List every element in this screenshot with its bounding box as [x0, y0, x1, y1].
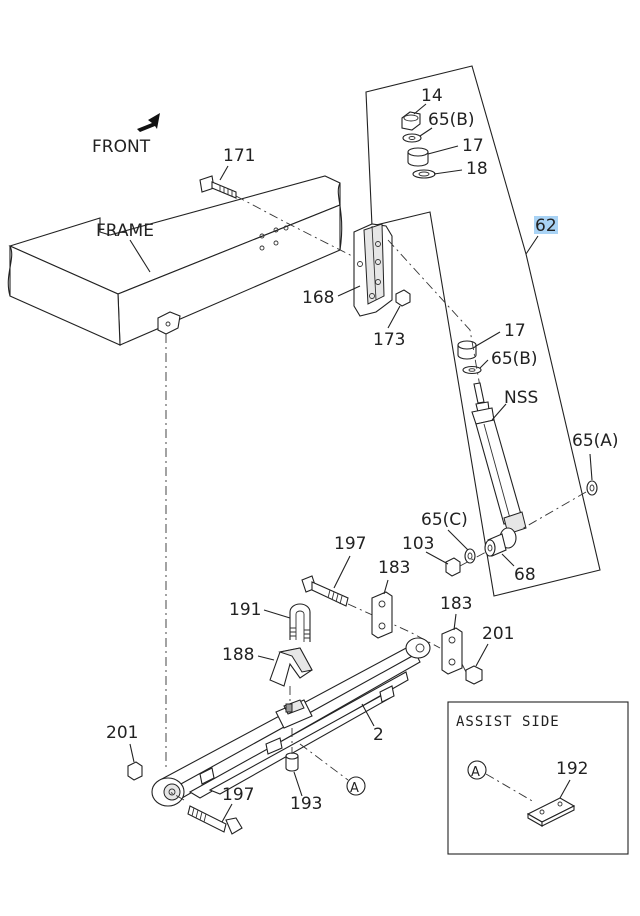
label-197-bottom: 197 — [222, 785, 254, 805]
frame-label: FRAME — [96, 221, 154, 241]
label-a-inset: A — [471, 765, 480, 780]
nut-103 — [445, 557, 461, 577]
label-201-right: 201 — [482, 624, 514, 644]
label-171: 171 — [223, 146, 255, 166]
assist-side-inset — [447, 701, 629, 855]
label-nss: NSS — [504, 388, 538, 408]
nut-14 — [401, 111, 421, 131]
saddle-188 — [269, 647, 313, 687]
washer-18 — [412, 169, 436, 179]
label-68: 68 — [514, 565, 536, 585]
frame-leader — [129, 239, 151, 273]
bushing-68 — [484, 527, 517, 557]
nut-201-left — [127, 761, 143, 781]
front-arrow-icon — [137, 113, 160, 132]
bracket-168 — [353, 223, 393, 317]
label-17-mid: 17 — [504, 321, 526, 341]
leaf-spring-2 — [151, 637, 431, 807]
nut-173 — [395, 289, 411, 307]
bolt-197-bottom — [187, 805, 243, 835]
label-62: 62 — [535, 216, 557, 236]
label-183-left: 183 — [378, 558, 410, 578]
nut-201-right — [465, 665, 483, 685]
highlight-62 — [534, 216, 558, 234]
label-103: 103 — [402, 534, 434, 554]
label-183-right: 183 — [440, 594, 472, 614]
label-65b-top: 65(B) — [428, 110, 475, 130]
label-173: 173 — [373, 330, 405, 350]
plate-192 — [526, 797, 576, 827]
label-14: 14 — [421, 86, 443, 106]
bolt-197-top — [301, 575, 349, 607]
shackle-plate-183-right — [441, 627, 463, 675]
washer-65a — [586, 480, 598, 496]
washer-65c — [464, 548, 476, 564]
bolt-171 — [199, 175, 237, 199]
label-65a: 65(A) — [572, 431, 619, 451]
bushing-17-top — [407, 147, 429, 167]
label-201-left: 201 — [106, 723, 138, 743]
frame-rail — [7, 175, 343, 346]
label-168: 168 — [302, 288, 334, 308]
label-65c: 65(C) — [421, 510, 468, 530]
front-label: FRONT — [92, 137, 151, 157]
washer-65b-top — [402, 133, 422, 143]
label-192: 192 — [556, 759, 588, 779]
label-18: 18 — [466, 159, 488, 179]
label-2: 2 — [373, 725, 384, 745]
u-bolt-191 — [289, 603, 311, 642]
reference-a-inset — [467, 760, 487, 780]
label-17-top: 17 — [462, 136, 484, 156]
label-191: 191 — [229, 600, 261, 620]
label-188: 188 — [222, 645, 254, 665]
shackle-plate-183-left — [371, 591, 393, 639]
reference-a-main — [346, 776, 366, 796]
label-197-top: 197 — [334, 534, 366, 554]
bushing-17-mid — [457, 340, 477, 360]
label-65b-mid: 65(B) — [491, 349, 538, 369]
assist-side-label: ASSIST SIDE — [456, 714, 560, 730]
label-193: 193 — [290, 794, 322, 814]
washer-65b-mid — [462, 365, 482, 375]
label-a-main: A — [350, 781, 359, 796]
pin-193 — [285, 752, 299, 772]
